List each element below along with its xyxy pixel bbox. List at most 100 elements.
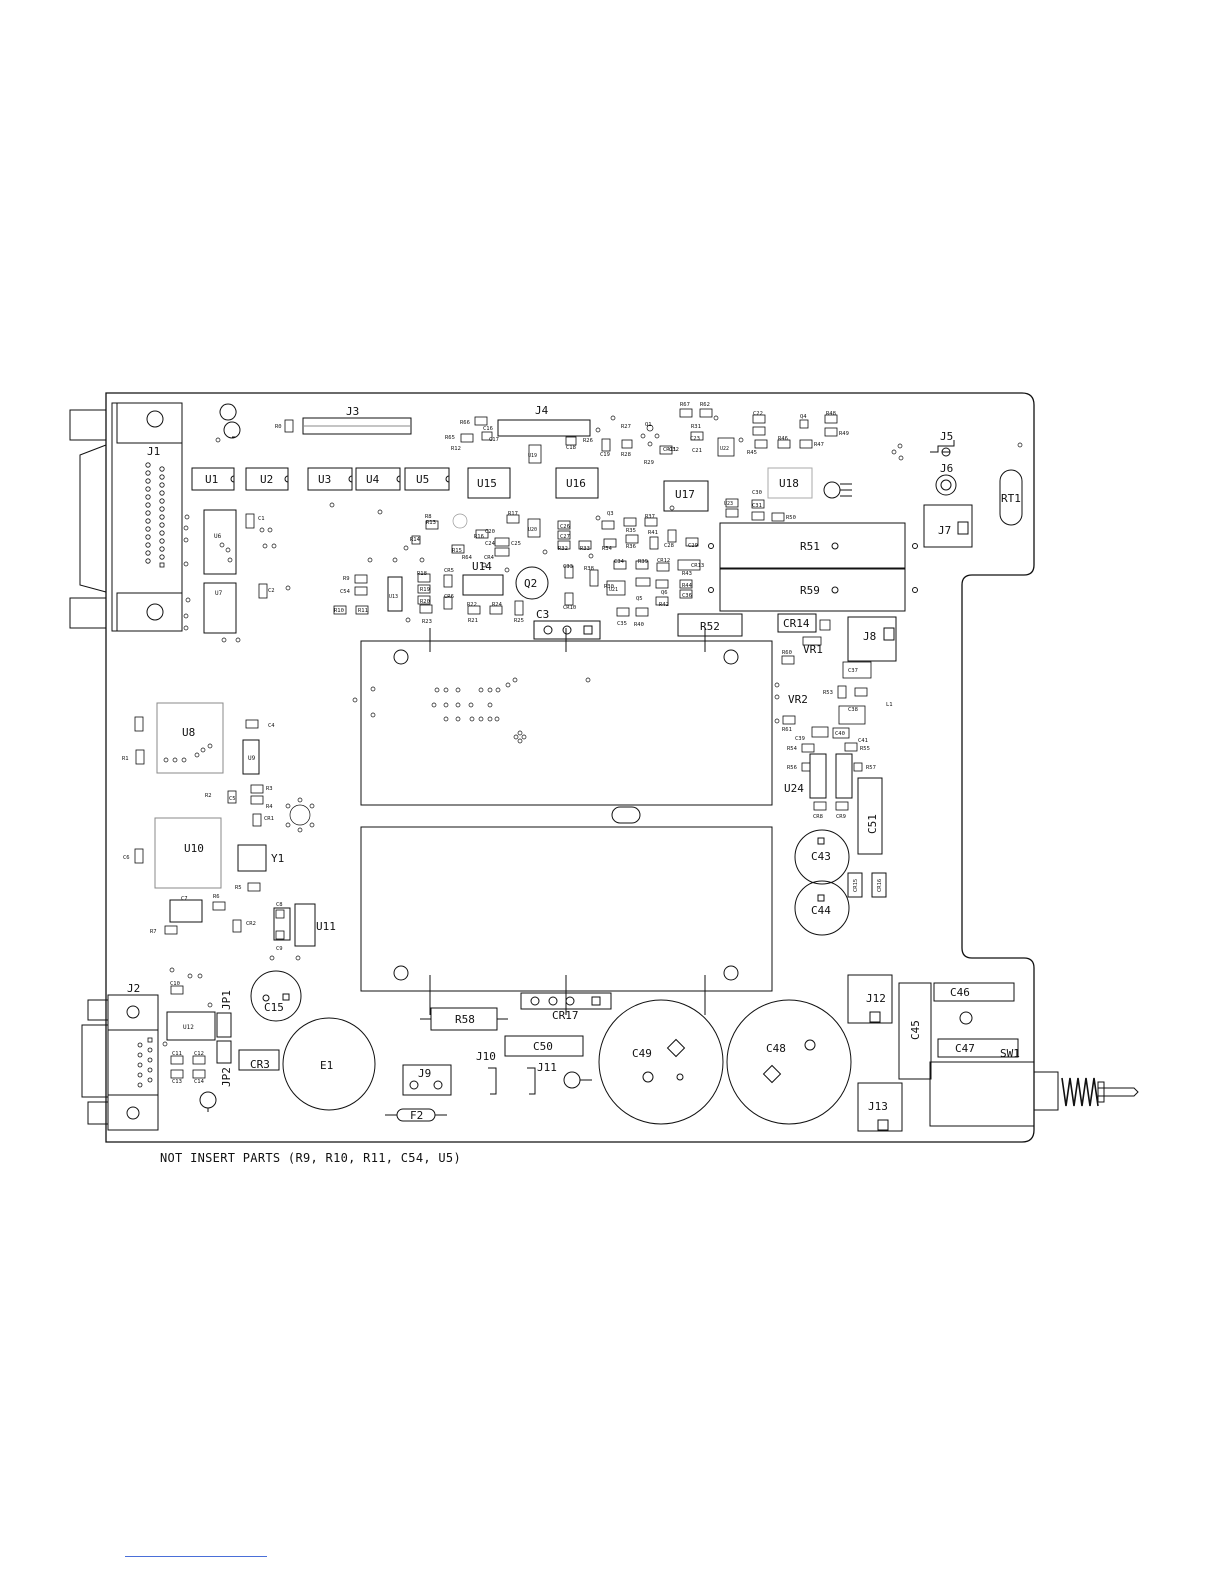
modules-u8-u10 bbox=[154, 702, 224, 889]
label-r30: R30 bbox=[604, 584, 614, 590]
label-r67: R67 bbox=[680, 402, 690, 408]
label-c11: C11 bbox=[172, 1051, 182, 1057]
label-u1: U1 bbox=[205, 473, 218, 486]
label-c35: C35 bbox=[617, 621, 627, 627]
label-u10: U10 bbox=[184, 842, 204, 855]
label-c8: C8 bbox=[276, 902, 283, 908]
label-c44: C44 bbox=[811, 904, 831, 917]
label-r40: R40 bbox=[634, 622, 644, 628]
ic-u13 bbox=[387, 576, 403, 612]
heatsink-modules bbox=[360, 628, 773, 1015]
label-r9: R9 bbox=[343, 576, 350, 582]
label-e1: E1 bbox=[320, 1059, 333, 1072]
label-rt1: RT1 bbox=[1001, 492, 1021, 505]
capacitors-c43-c44 bbox=[794, 829, 850, 936]
label-cr2: CR2 bbox=[246, 921, 256, 927]
capacitor-c50 bbox=[504, 1035, 584, 1057]
label-c49: C49 bbox=[632, 1047, 652, 1060]
label-j4: J4 bbox=[535, 404, 549, 417]
label-r27: R27 bbox=[621, 424, 631, 430]
label-q1: Q1 bbox=[645, 422, 652, 428]
label-c27: C27 bbox=[560, 534, 570, 540]
label-cr11: CR11 bbox=[663, 447, 676, 453]
label-c33: C33 bbox=[563, 564, 573, 570]
label-r14: R14 bbox=[410, 537, 421, 543]
label-c41: C41 bbox=[858, 738, 868, 744]
label-r8: R8 bbox=[425, 514, 432, 520]
label-cr3: CR3 bbox=[250, 1058, 270, 1071]
label-r46: R46 bbox=[778, 436, 788, 442]
label-c30: C30 bbox=[752, 490, 762, 496]
label-c14: C14 bbox=[194, 1079, 205, 1085]
label-r22: R22 bbox=[467, 602, 477, 608]
label-c34: C34 bbox=[614, 559, 625, 565]
label-r17: R17 bbox=[508, 511, 518, 517]
ic-u14 bbox=[462, 574, 504, 596]
label-c38: C38 bbox=[848, 707, 858, 713]
smd-pads bbox=[134, 408, 872, 1079]
label-r24: R24 bbox=[492, 602, 503, 608]
label-jp1: JP1 bbox=[220, 990, 233, 1010]
label-r56: R56 bbox=[787, 765, 797, 771]
label-u4: U4 bbox=[366, 473, 380, 486]
label-j6: J6 bbox=[940, 462, 953, 475]
label-r3: R3 bbox=[266, 786, 273, 792]
label-c28: C28 bbox=[664, 543, 674, 549]
label-u3: U3 bbox=[318, 473, 331, 486]
label-cr4: CR4 bbox=[484, 555, 495, 561]
label-q5: Q5 bbox=[636, 596, 643, 602]
to220-c3-cr17 bbox=[520, 620, 612, 1010]
label-r33: R33 bbox=[580, 546, 590, 552]
label-j12: J12 bbox=[866, 992, 886, 1005]
label-c6: C6 bbox=[123, 855, 130, 861]
label-r19: R19 bbox=[420, 587, 430, 593]
label-r0: R0 bbox=[275, 424, 282, 430]
lower-left-parts bbox=[166, 899, 316, 1071]
board-outline bbox=[105, 392, 1035, 1143]
label-r5: R5 bbox=[235, 885, 242, 891]
label-u11: U11 bbox=[316, 920, 336, 933]
label-c37: C37 bbox=[848, 668, 858, 674]
label-r15: R15 bbox=[452, 548, 462, 554]
switch-area bbox=[898, 982, 1139, 1127]
mounting-holes bbox=[199, 403, 852, 1112]
label-c21: C21 bbox=[692, 448, 702, 454]
label-r47: R47 bbox=[814, 442, 824, 448]
label-c9: C9 bbox=[276, 946, 283, 952]
label-r6: R6 bbox=[213, 894, 220, 900]
label-j2: J2 bbox=[127, 982, 140, 995]
label-j3: J3 bbox=[346, 405, 359, 418]
label-j1: J1 bbox=[147, 445, 160, 458]
label-r39: R39 bbox=[638, 559, 648, 565]
label-c2: C2 bbox=[268, 588, 275, 594]
label-r61: R61 bbox=[782, 727, 792, 733]
label-c12: C12 bbox=[194, 1051, 204, 1057]
ic-u6-u7 bbox=[203, 509, 237, 634]
label-r11: R11 bbox=[358, 608, 368, 614]
label-r50: R50 bbox=[786, 515, 796, 521]
label-u14: U14 bbox=[472, 560, 492, 573]
label-r34: R34 bbox=[602, 546, 613, 552]
label-r28: R28 bbox=[621, 452, 631, 458]
label-c16: C16 bbox=[483, 426, 493, 432]
label-c1: C1 bbox=[258, 516, 265, 522]
label-r65: R65 bbox=[445, 435, 455, 441]
label-r31: R31 bbox=[691, 424, 701, 430]
label-r32: R32 bbox=[558, 546, 568, 552]
label-u24: U24 bbox=[784, 782, 804, 795]
label-c31: C31 bbox=[752, 503, 762, 509]
label-r52: R52 bbox=[700, 620, 720, 633]
label-u8: U8 bbox=[182, 726, 195, 739]
label-u20: U20 bbox=[528, 527, 537, 533]
label-r49: R49 bbox=[839, 431, 849, 437]
label-u6: U6 bbox=[214, 533, 222, 540]
label-r29: R29 bbox=[644, 460, 654, 466]
label-q3: Q3 bbox=[607, 511, 614, 517]
label-r62: R62 bbox=[700, 402, 710, 408]
label-f2: F2 bbox=[410, 1109, 423, 1122]
label-r44: R44 bbox=[682, 583, 693, 589]
label-r38: R38 bbox=[584, 566, 594, 572]
label-r21: R21 bbox=[468, 618, 478, 624]
label-c50: C50 bbox=[533, 1040, 553, 1053]
label-c13: C13 bbox=[172, 1079, 182, 1085]
